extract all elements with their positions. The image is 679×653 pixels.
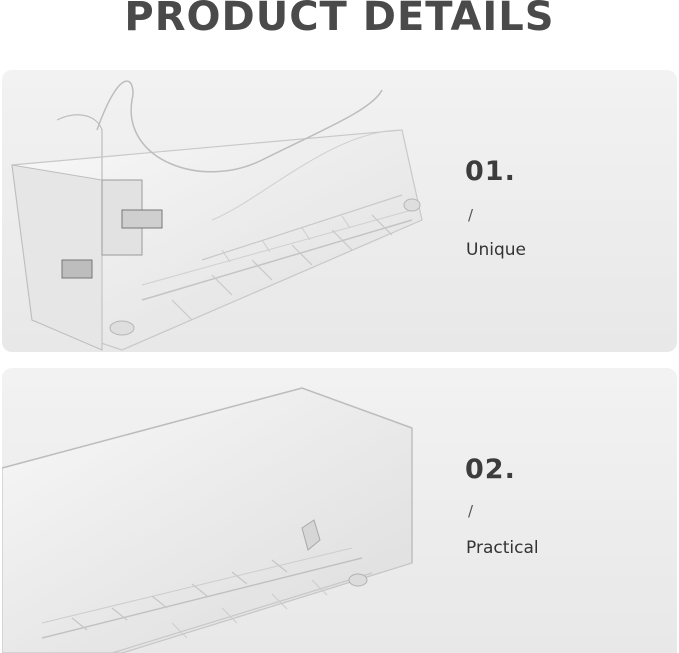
feature-separator: / — [468, 502, 474, 520]
product-image-cable-box-open — [11, 80, 423, 351]
feature-panel-unique: 01. / Unique — [2, 70, 677, 352]
page-title: PRODUCT DETAILS — [124, 0, 555, 40]
feature-label-unique: Unique — [466, 240, 526, 260]
feature-number-02: 02. — [465, 454, 516, 485]
feature-panel-practical: 02. / Practical — [2, 368, 677, 653]
feature-separator: / — [468, 206, 474, 224]
feature-label-practical: Practical — [466, 538, 539, 558]
feature-number-01: 01. — [465, 156, 516, 187]
product-image-cable-box-closed — [2, 387, 413, 653]
